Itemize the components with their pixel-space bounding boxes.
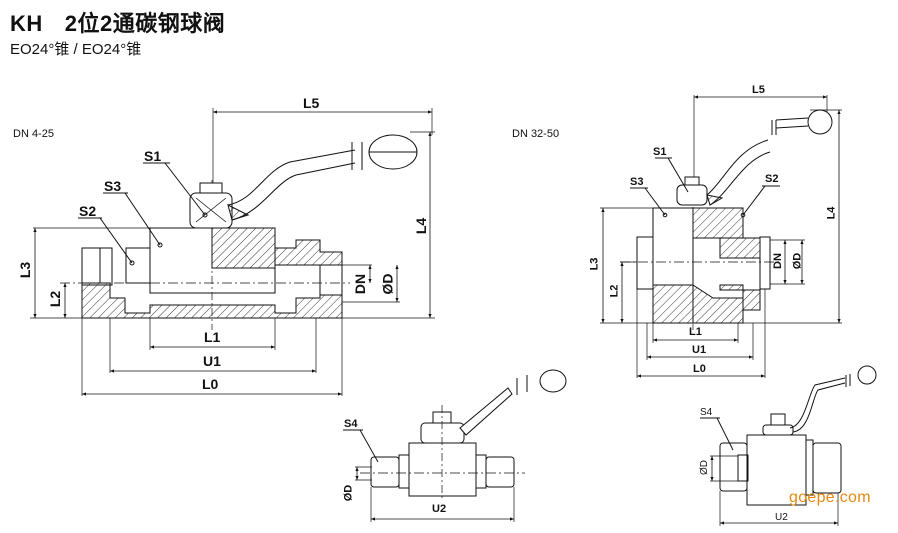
dim-L2-left: L2 — [47, 290, 64, 308]
dim-L1-left: L1 — [204, 329, 221, 345]
right-small-view — [700, 365, 877, 526]
callout-S1-right: S1 — [653, 146, 667, 158]
dim-OD-left: ØD — [379, 273, 396, 295]
dim-L1-right: L1 — [689, 326, 702, 338]
dim-OD-small-right: ØD — [699, 460, 710, 475]
right-main-view — [600, 95, 842, 378]
range-label-right: DN 32-50 — [512, 128, 560, 140]
dim-DN-left: DN — [352, 273, 369, 295]
dim-L5-left: L5 — [303, 95, 320, 111]
callout-S3-right: S3 — [630, 176, 644, 188]
callout-S4-left: S4 — [344, 418, 358, 430]
dim-L0-right: L0 — [693, 363, 706, 375]
left-small-view — [343, 369, 567, 522]
callout-S2-right: S2 — [765, 173, 779, 185]
dim-L5-right: L5 — [752, 84, 765, 96]
callout-S1-left: S1 — [144, 148, 162, 164]
callout-S4-right: S4 — [700, 407, 713, 418]
dim-U2-left: U2 — [432, 503, 447, 515]
dim-L3-left: L3 — [17, 261, 34, 279]
dim-L4-right: L4 — [825, 206, 838, 220]
dim-DN-right: DN — [771, 253, 784, 269]
model-code: KH — [10, 11, 43, 36]
dim-L2-right: L2 — [608, 284, 621, 298]
page-title: KH 2位2通碳钢球阀 — [10, 6, 225, 38]
connection-type: EO24°锥 / EO24°锥 — [10, 41, 142, 58]
dim-U2-right: U2 — [775, 512, 788, 523]
dim-U1-left: U1 — [203, 353, 221, 369]
range-label-left: DN 4-25 — [13, 128, 54, 140]
product-name: 2位2通碳钢球阀 — [64, 11, 226, 36]
dim-U1-right: U1 — [692, 344, 707, 356]
dim-OD-right: ØD — [791, 252, 804, 270]
watermark: goepe.com — [789, 489, 871, 506]
dim-L3-right: L3 — [588, 257, 601, 271]
left-main-view — [30, 108, 435, 396]
dim-L4-left: L4 — [413, 217, 430, 235]
dim-L0-left: L0 — [202, 376, 219, 392]
callout-S2-left: S2 — [79, 203, 97, 219]
callout-S3-left: S3 — [104, 178, 122, 194]
dim-OD-small-left: ØD — [342, 484, 355, 502]
